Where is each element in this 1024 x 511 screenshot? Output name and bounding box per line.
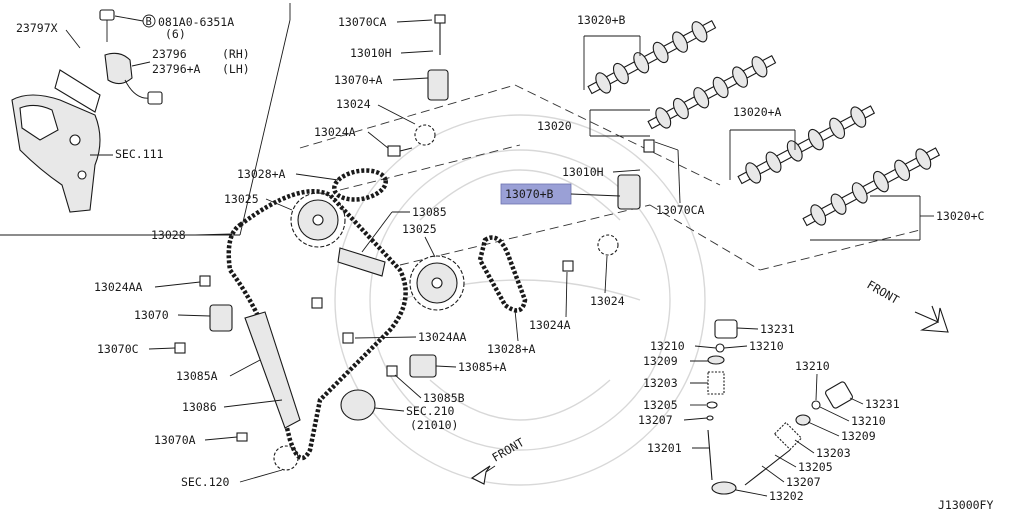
inset-labels: 23797X B 081A0-6351A (6) 23796 (RH) 2379… <box>16 14 250 161</box>
watermark-emblem <box>334 114 706 486</box>
label-13025-mid: 13025 <box>402 222 437 236</box>
part-labels: 13070CA 13010H 13070+A 13024 13024A 1302… <box>94 13 985 503</box>
label-13201: 13201 <box>647 441 682 455</box>
label-13085a-plus: 13085+A <box>458 360 507 374</box>
label-sec120: SEC.120 <box>181 475 230 489</box>
front-label-left: FRONT <box>490 435 527 464</box>
label-13070c: 13070C <box>97 342 139 356</box>
label-081a0: 081A0-6351A <box>158 15 234 29</box>
label-13024-top: 13024 <box>336 97 371 111</box>
label-13020a: 13020+A <box>733 105 782 119</box>
camshafts <box>587 19 941 227</box>
camshaft-13020b <box>587 19 717 95</box>
inset-parts <box>11 9 163 213</box>
label-13210-a: 13210 <box>650 339 685 353</box>
camshaft-13020c <box>802 147 941 227</box>
front-label-right: FRONT <box>865 277 902 306</box>
label-13020b: 13020+B <box>577 13 626 27</box>
camshaft-13020 <box>647 54 777 130</box>
label-sec111: SEC.111 <box>115 147 164 161</box>
label-13020c: 13020+C <box>936 209 985 223</box>
label-13210-d: 13210 <box>851 414 886 428</box>
label-13210-c: 13210 <box>795 359 830 373</box>
label-13025-left: 13025 <box>224 192 259 206</box>
sprockets <box>273 124 619 471</box>
label-13209-b: 13209 <box>841 429 876 443</box>
label-23796a: 23796+A <box>152 62 201 76</box>
bolts <box>174 14 655 442</box>
label-rh: (RH) <box>222 47 250 61</box>
label-23797x: 23797X <box>16 21 58 35</box>
label-13205-a: 13205 <box>643 398 678 412</box>
label-13085b: 13085B <box>423 391 465 405</box>
label-13085a: 13085A <box>176 369 218 383</box>
label-qty-6: (6) <box>165 27 186 41</box>
label-13024a-top: 13024A <box>314 125 356 139</box>
label-13207-a: 13207 <box>638 413 673 427</box>
label-13020: 13020 <box>537 119 572 133</box>
label-13028a-mid: 13028+A <box>487 342 536 356</box>
label-13207-b: 13207 <box>786 475 821 489</box>
label-13086: 13086 <box>182 400 217 414</box>
label-13024aa-left: 13024AA <box>94 280 143 294</box>
label-13070b-highlight[interactable]: 13070+B <box>505 187 554 201</box>
label-13010h-top: 13010H <box>350 46 392 60</box>
label-13010h-mid: 13010H <box>562 165 604 179</box>
label-13028: 13028 <box>151 228 186 242</box>
label-13070ca-top: 13070CA <box>338 15 387 29</box>
label-13070: 13070 <box>134 308 169 322</box>
dashed-guides <box>299 84 921 271</box>
label-13070a: 13070+A <box>334 73 383 87</box>
front-arrow-right: FRONT <box>865 277 949 333</box>
label-13070ca-mid: 13070CA <box>656 203 705 217</box>
label-13209-a: 13209 <box>643 354 678 368</box>
diagram-code: J13000FY <box>938 498 993 511</box>
label-13024aa-mid: 13024AA <box>418 330 467 344</box>
label-13231-b: 13231 <box>865 397 900 411</box>
label-13202: 13202 <box>769 489 804 503</box>
label-13028a-top: 13028+A <box>237 167 286 181</box>
label-21010: (21010) <box>410 418 458 432</box>
label-13085: 13085 <box>412 205 447 219</box>
label-13210-b: 13210 <box>749 339 784 353</box>
label-23796: 23796 <box>152 47 187 61</box>
label-13024a-mid: 13024A <box>529 318 571 332</box>
timing-chains <box>226 168 528 461</box>
circled-b: B <box>146 16 152 28</box>
guides-tensioners <box>209 69 641 429</box>
valve-train-parts <box>706 319 853 495</box>
front-arrow-left: FRONT <box>470 435 527 485</box>
label-13203-b: 13203 <box>816 446 851 460</box>
camshaft-13020a <box>737 105 876 185</box>
label-13070a-low: 13070A <box>154 433 196 447</box>
label-13024-mid: 13024 <box>590 294 625 308</box>
label-sec210: SEC.210 <box>406 404 455 418</box>
label-13205-b: 13205 <box>798 460 833 474</box>
label-13203-a: 13203 <box>643 376 678 390</box>
label-13231-a: 13231 <box>760 322 795 336</box>
label-lh: (LH) <box>222 62 250 76</box>
